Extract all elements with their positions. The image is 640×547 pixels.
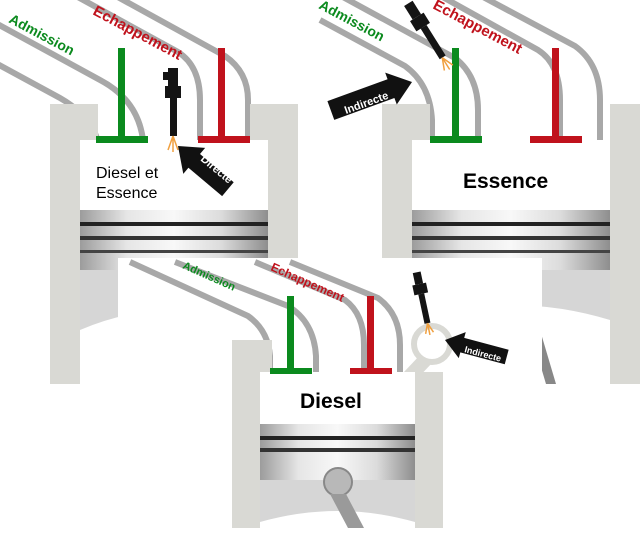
intake-valve: [430, 48, 482, 143]
exhaust-label: Echappement: [90, 3, 185, 64]
exhaust-valve: [530, 48, 582, 143]
chamber-label-line1: Diesel et: [96, 165, 159, 182]
piston: [260, 424, 415, 528]
injector: [404, 0, 454, 71]
direct-injection-arrow: [178, 146, 234, 197]
exhaust-valve: [198, 48, 250, 143]
combustion-chamber: [412, 140, 610, 210]
exhaust-port: [76, 0, 251, 140]
injector: [163, 68, 181, 152]
indirect-injection-arrow: [445, 332, 509, 365]
injector: [412, 271, 435, 336]
exhaust-port: [253, 259, 403, 372]
exhaust-valve: [350, 296, 392, 374]
panel-diesel-indirect: Indirecte Admission Echappement Diesel: [118, 258, 542, 528]
combustion-chamber: [80, 140, 268, 210]
chamber-label: Diesel: [300, 390, 362, 413]
indirect-injection-arrow: [327, 72, 412, 120]
chamber-label-line2: Essence: [96, 185, 157, 202]
prechamber: [411, 323, 453, 365]
combustion-chamber: [260, 372, 415, 424]
intake-valve: [96, 48, 148, 143]
chamber-label: Essence: [463, 170, 548, 193]
intake-valve: [270, 296, 312, 374]
